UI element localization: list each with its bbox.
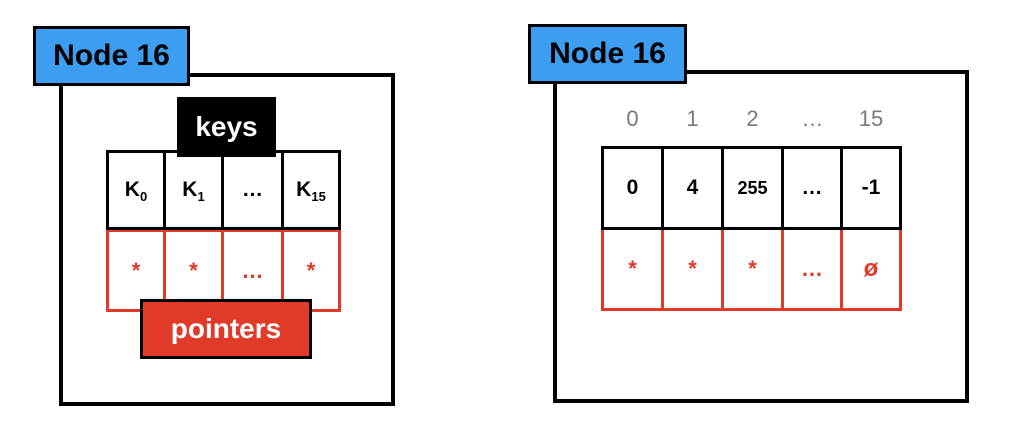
- left-key-cell-3: K15: [281, 150, 341, 230]
- right-key-cell-1: 4: [661, 146, 724, 230]
- pointers-label: pointers: [140, 299, 312, 359]
- right-pointer-text: …: [801, 256, 823, 281]
- right-pointer-cell-1: *: [661, 227, 724, 311]
- right-pointer-text: *: [628, 256, 637, 281]
- left-key-text: K1: [182, 178, 205, 204]
- right-index-1: 1: [686, 106, 699, 131]
- right-pointer-text: *: [748, 256, 757, 281]
- left-key-text: K15: [296, 178, 326, 204]
- right-pointer-cell-2: *: [721, 227, 784, 311]
- right-node-title-text: Node 16: [549, 37, 666, 70]
- left-key-text: …: [242, 178, 263, 201]
- right-key-text: 255: [737, 177, 768, 198]
- right-pointer-cell-3: …: [781, 227, 843, 311]
- right-index-3: …: [801, 106, 824, 131]
- left-key-cell-0: K0: [106, 150, 166, 230]
- left-pointer-cell-3: *: [281, 229, 341, 312]
- left-pointer-text: *: [189, 257, 198, 283]
- right-key-cell-0: 0: [601, 146, 664, 230]
- left-pointer-text: …: [241, 257, 264, 283]
- keys-label: keys: [177, 97, 276, 157]
- left-key-text: K0: [124, 178, 148, 204]
- right-key-cell-2: 255: [721, 146, 784, 230]
- right-key-text: …: [801, 176, 823, 199]
- left-node-title: Node 16: [33, 26, 190, 86]
- right-index-4: 15: [858, 106, 884, 131]
- right-node-title: Node 16: [528, 24, 687, 84]
- right-key-text: -1: [861, 176, 881, 199]
- right-key-text: 0: [626, 176, 639, 199]
- right-key-text: 4: [686, 176, 699, 199]
- right-pointer-cell-0: *: [601, 227, 664, 311]
- left-pointer-cell-0: *: [106, 229, 166, 312]
- right-index-0: 0: [626, 106, 639, 131]
- right-pointer-text: *: [688, 256, 697, 281]
- pointers-label-text: pointers: [170, 313, 282, 344]
- right-pointer-cell-4: ø: [840, 227, 902, 311]
- right-null-pointer-text: ø: [863, 255, 879, 282]
- right-key-cell-4: -1: [840, 146, 902, 230]
- right-index-2: 2: [746, 106, 759, 131]
- left-pointer-text: *: [306, 257, 316, 283]
- right-key-cell-3: …: [781, 146, 843, 230]
- left-node-title-text: Node 16: [53, 39, 170, 72]
- left-key-cell-2: …: [221, 150, 284, 230]
- left-key-cell-1: K1: [163, 150, 224, 230]
- left-pointer-text: *: [131, 257, 141, 283]
- keys-label-text: keys: [195, 111, 258, 142]
